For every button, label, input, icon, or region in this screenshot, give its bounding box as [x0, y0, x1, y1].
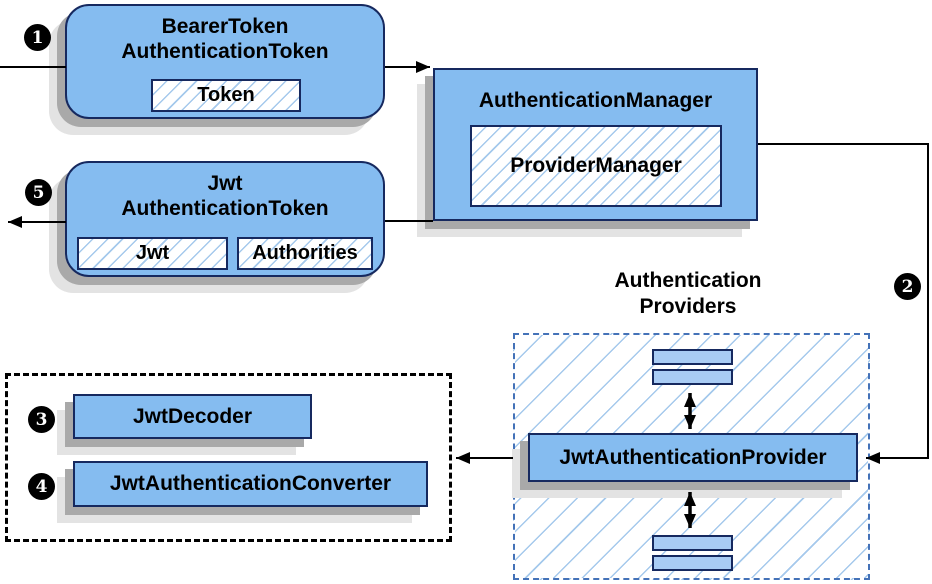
- provider-manager-inner-box: ProviderManager: [470, 125, 722, 207]
- jwt-decoder-node: JwtDecoder: [73, 394, 312, 439]
- authentication-manager-title: AuthenticationManager: [478, 89, 713, 112]
- step-4-badge: 4: [28, 473, 55, 500]
- jwt-authentication-converter-node: JwtAuthenticationConverter: [73, 461, 428, 507]
- step-2-badge: 2: [894, 273, 921, 300]
- jwt-inner-box: Jwt: [77, 237, 228, 270]
- authorities-inner-box: Authorities: [237, 237, 373, 270]
- jwt-token-title: Jwt AuthenticationToken: [67, 163, 383, 221]
- provider-placeholder-rect: [652, 555, 733, 571]
- authentication-providers-label: Authentication Providers: [573, 268, 803, 320]
- jwt-token-title-line2: AuthenticationToken: [121, 197, 329, 220]
- providers-label-line1: Authentication: [614, 269, 762, 292]
- step-5-badge: 5: [25, 179, 52, 206]
- token-inner-box: Token: [151, 79, 301, 112]
- step-3-badge: 3: [28, 406, 55, 433]
- jwt-authentication-provider-node: JwtAuthenticationProvider: [528, 433, 858, 482]
- bearer-token-title-line1: BearerToken: [161, 15, 289, 38]
- jwt-token-title-line1: Jwt: [207, 172, 243, 195]
- provider-placeholder-rect: [652, 535, 733, 551]
- step-1-badge: 1: [24, 24, 51, 51]
- provider-placeholder-rect: [652, 369, 733, 385]
- provider-placeholder-rect: [652, 349, 733, 365]
- providers-label-line2: Providers: [639, 295, 737, 318]
- bearer-token-title: BearerToken AuthenticationToken: [67, 6, 383, 64]
- bearer-token-title-line2: AuthenticationToken: [121, 40, 329, 63]
